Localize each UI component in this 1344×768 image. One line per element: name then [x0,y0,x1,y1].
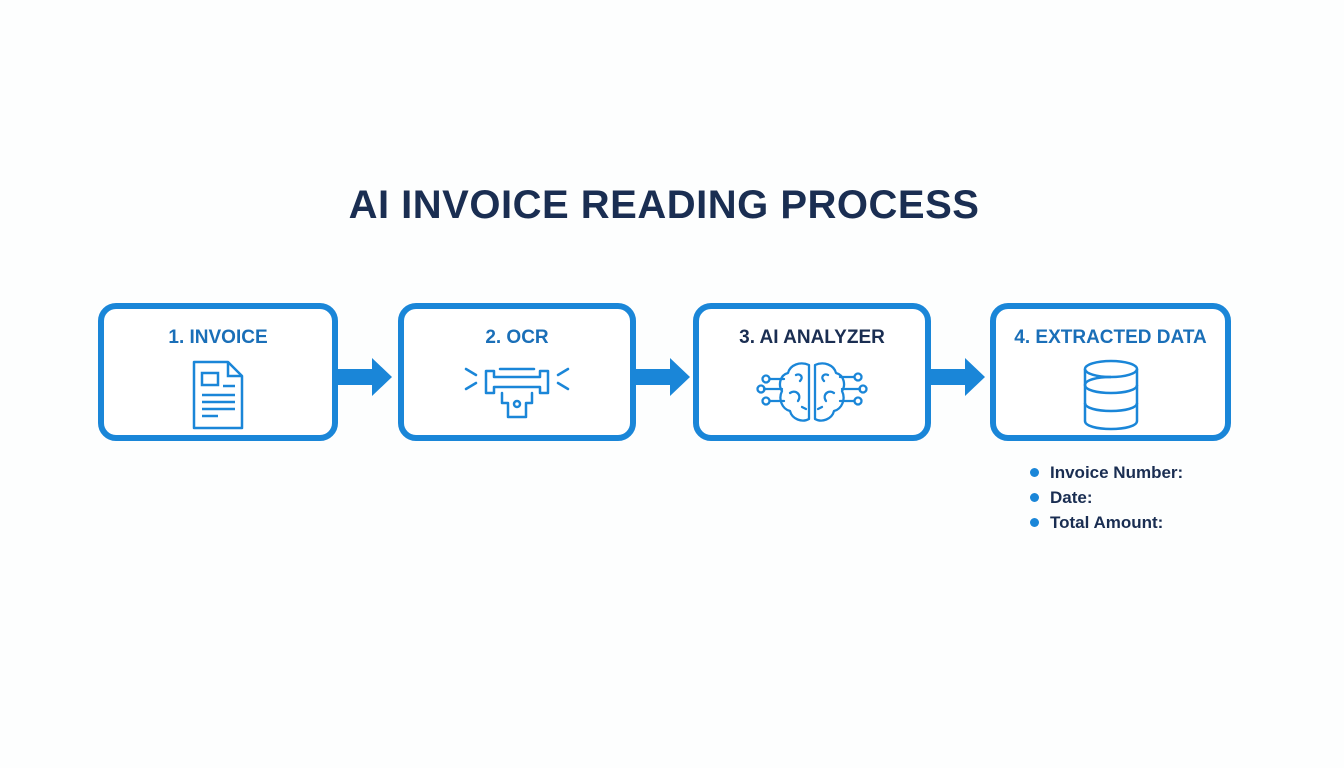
list-item: Total Amount: [1030,512,1183,537]
step-label: 1. INVOICE [168,327,268,348]
field-label: Total Amount: [1050,513,1164,532]
arrow-right-icon [634,358,690,396]
step-invoice: 1. INVOICE [98,303,338,441]
step-label: 2. OCR [485,327,549,348]
bullet-icon [1030,493,1039,502]
step-extracted-data: 4. EXTRACTED DATA [990,303,1231,441]
step-ocr: 2. OCR [398,303,636,441]
bullet-icon [1030,518,1039,527]
extracted-fields-list: Invoice Number: Date: Total Amount: [1030,462,1183,537]
database-icon [1083,359,1138,431]
step-label: 4. EXTRACTED DATA [1014,327,1207,348]
scanner-icon [464,367,570,419]
arrow-right-icon [336,358,392,396]
step-ai-analyzer: 3. AI ANALYZER [693,303,931,441]
field-label: Invoice Number: [1050,463,1184,482]
list-item: Date: [1030,487,1183,512]
brain-circuit-icon [756,362,868,422]
field-label: Date: [1050,488,1093,507]
bullet-icon [1030,468,1039,477]
step-label: 3. AI ANALYZER [739,327,885,348]
arrow-right-icon [929,358,985,396]
diagram-title: AI INVOICE READING PROCESS [348,183,980,227]
document-icon [192,360,244,430]
list-item: Invoice Number: [1030,462,1183,487]
